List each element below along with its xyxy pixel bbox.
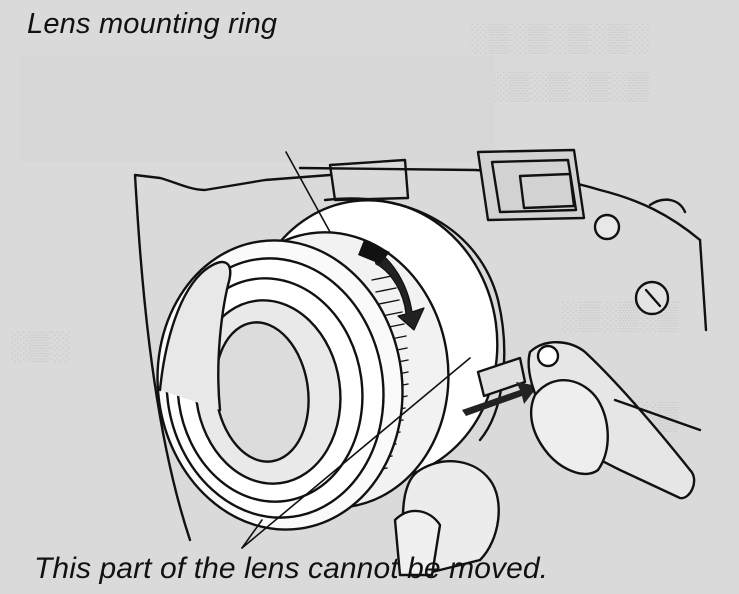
leader-line-fixed-part xyxy=(241,357,471,549)
left-hand-thumb xyxy=(158,260,232,412)
caption-lens-mounting-ring: Lens mounting ring xyxy=(27,8,278,40)
shutter-speed-selector xyxy=(648,198,687,214)
redacted-area xyxy=(20,56,495,162)
self-timer-lamp xyxy=(593,213,621,241)
rangefinder-window xyxy=(328,158,410,202)
viewfinder-window xyxy=(476,148,586,222)
camera-body-side xyxy=(698,238,708,332)
bleed-through-texture: ░▒░▒░▒░▒░ xyxy=(470,22,649,53)
leader-line-mounting-ring xyxy=(285,151,331,233)
caption-fixed-lens-part: This part of the lens cannot be moved. xyxy=(34,552,549,585)
push-direction-arrow-icon xyxy=(462,382,538,416)
bleed-through-texture: ░▒░▒░▒░▒ xyxy=(490,70,649,101)
camera-body-outline xyxy=(133,173,332,542)
rotation-arrow-icon xyxy=(371,247,425,331)
lens-release-button xyxy=(476,356,527,398)
bleed-through-texture: ░▒░ xyxy=(10,330,70,361)
